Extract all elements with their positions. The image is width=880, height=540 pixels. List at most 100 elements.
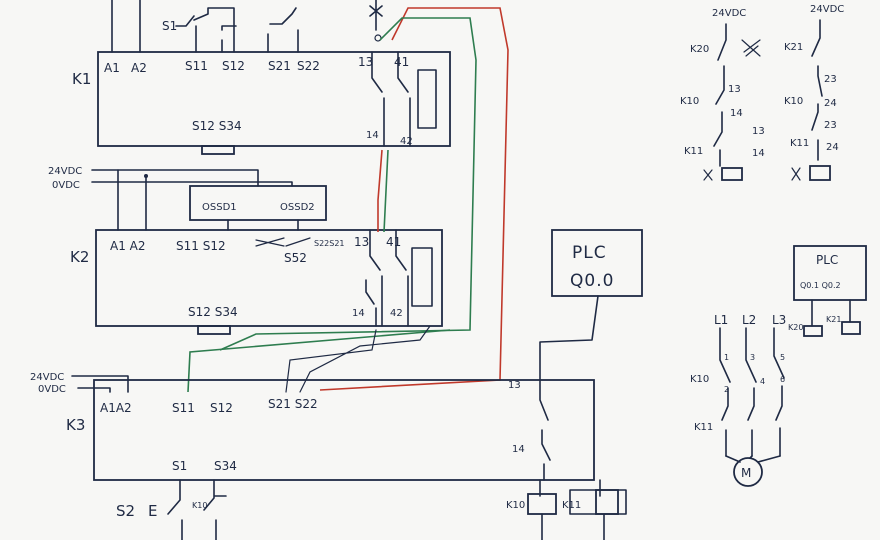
k3-k10: K10 xyxy=(192,501,207,510)
k1-box xyxy=(97,51,451,147)
plc-main: PLC Q0.0 xyxy=(539,229,643,381)
plc-small-title: PLC xyxy=(816,253,838,267)
k3-s21s22: S21 S22 xyxy=(268,397,318,411)
k2-box xyxy=(95,229,443,327)
motor-n4: 4 xyxy=(760,377,765,386)
motor-l1: L1 xyxy=(714,313,728,327)
relay-k1: K1 A1 A2 S11 S12 S21 S22 13 41 14 42 S12… xyxy=(72,0,451,155)
k3-contact-14: 14 xyxy=(512,444,525,455)
k2-contact-41: 41 xyxy=(386,235,401,249)
k1-s22: S22 xyxy=(297,59,320,73)
coil-k11-label: K11 xyxy=(562,500,581,511)
motor-m: M xyxy=(741,466,751,480)
feedback-k20: K20 xyxy=(690,44,709,55)
k3-a1a2: A1A2 xyxy=(100,401,132,415)
plc-small-coil-k21 xyxy=(841,321,861,335)
feedback-right-24: 24 xyxy=(824,98,837,109)
k1-contact-42: 42 xyxy=(400,136,413,147)
cross-wires xyxy=(187,7,509,393)
k3-s11: S11 xyxy=(172,401,195,415)
k3-s12: S12 xyxy=(210,401,233,415)
relay-k3: K3 24VDC 0VDC A1A2 S11 S12 S21 S22 13 14… xyxy=(30,372,601,540)
k3-s34: S34 xyxy=(214,459,237,473)
plc-small-outputs: Q0.1 Q0.2 xyxy=(800,281,841,290)
k1-s1-label: S1 xyxy=(162,19,177,33)
k1-s11: S11 xyxy=(185,59,208,73)
k1-label: K1 xyxy=(72,70,91,88)
motor-symbol xyxy=(733,457,763,487)
k2-s11s12: S11 S12 xyxy=(176,239,226,253)
plc-small-coil-k20 xyxy=(803,325,823,337)
coil-k10-label: K10 xyxy=(506,500,525,511)
k1-a2: A2 xyxy=(131,61,147,75)
k1-reset-terminals: S12 S34 xyxy=(192,119,242,133)
green-wire-a xyxy=(219,17,477,351)
k1-contact-14: 14 xyxy=(366,130,379,141)
motor-n6: 6 xyxy=(780,375,785,384)
motor-l3: L3 xyxy=(772,313,786,327)
motor-circuit: L1 L2 L3 1 3 5 2 4 6 K10 K11 M xyxy=(690,313,786,487)
ossd1-label: OSSD1 xyxy=(202,202,237,213)
ossd2-label: OSSD2 xyxy=(280,202,315,213)
k2-contact-13: 13 xyxy=(354,235,369,249)
ossd-box xyxy=(189,185,327,221)
feedback-right-coil xyxy=(809,165,831,181)
plc-small-k21: K21 xyxy=(826,315,841,324)
feedback-right-k10: K10 xyxy=(784,96,803,107)
feedback-circuits: 24VDC 24VDC K20 K21 13 K10 14 13 K11 14 … xyxy=(680,4,844,181)
feedback-left-14b: 14 xyxy=(752,148,765,159)
motor-n3: 3 xyxy=(750,353,755,362)
k2-supply: 24VDC 0VDC OSSD1 OSSD2 xyxy=(48,166,327,231)
k2-s52: S52 xyxy=(284,251,307,265)
plc-main-output: Q0.0 xyxy=(570,271,614,291)
feedback-left-13: 13 xyxy=(728,84,741,95)
relay-k2: K2 A1 A2 S11 S12 S22S21 S52 13 41 14 42 … xyxy=(70,229,443,335)
k3-contact-13: 13 xyxy=(508,380,521,391)
plc-main-title: PLC xyxy=(572,243,607,263)
feedback-k21: K21 xyxy=(784,42,803,53)
k1-s21: S21 xyxy=(268,59,291,73)
motor-k11: K11 xyxy=(694,422,713,433)
plc-small-k20: K20 xyxy=(788,323,803,332)
feedback-right-23: 23 xyxy=(824,74,837,85)
plc-small-box xyxy=(793,245,867,301)
k2-s22s21: S22S21 xyxy=(314,239,345,248)
k3-box xyxy=(93,379,595,481)
motor-n2: 2 xyxy=(724,385,729,394)
k2-a1a2: A1 A2 xyxy=(110,239,146,253)
feedback-right-supply: 24VDC xyxy=(810,4,844,15)
feedback-right-23b: 23 xyxy=(824,120,837,131)
k2-label: K2 xyxy=(70,248,89,266)
coils-bottom: K10 K11 xyxy=(506,489,627,540)
k2-supply-0vdc: 0VDC xyxy=(52,180,80,191)
k3-label: K3 xyxy=(66,416,85,434)
k2-reset-terminals: S12 S34 xyxy=(188,305,238,319)
motor-l2: L2 xyxy=(742,313,756,327)
feedback-left-k10: K10 xyxy=(680,96,699,107)
coil-k10 xyxy=(527,493,557,515)
k2-contact-14: 14 xyxy=(352,308,365,319)
k1-a1: A1 xyxy=(104,61,120,75)
k3-supply-24vdc: 24VDC xyxy=(30,372,64,383)
plc-main-box xyxy=(551,229,643,297)
motor-n1: 1 xyxy=(724,353,729,362)
k1-reset-button xyxy=(201,145,235,155)
feedback-left-14: 14 xyxy=(730,108,743,119)
feedback-left-13b: 13 xyxy=(752,126,765,137)
k2-supply-24vdc: 24VDC xyxy=(48,166,82,177)
feedback-right-k11: K11 xyxy=(790,138,809,149)
k1-contact-13: 13 xyxy=(358,55,373,69)
feedback-right-24b: 24 xyxy=(826,142,839,153)
k3-supply-0vdc: 0VDC xyxy=(38,384,66,395)
feedback-left-k11: K11 xyxy=(684,146,703,157)
k3-s1: S1 xyxy=(172,459,187,473)
plc-small: PLC Q0.1 Q0.2 K20 K21 xyxy=(788,245,867,337)
feedback-left-supply: 24VDC xyxy=(712,8,746,19)
motor-n5: 5 xyxy=(780,353,785,362)
k1-s12: S12 xyxy=(222,59,245,73)
k2-contact-42: 42 xyxy=(390,308,403,319)
k3-s2: S2 xyxy=(116,502,135,520)
k3-e: E xyxy=(148,502,157,520)
feedback-left-coil xyxy=(721,167,743,181)
